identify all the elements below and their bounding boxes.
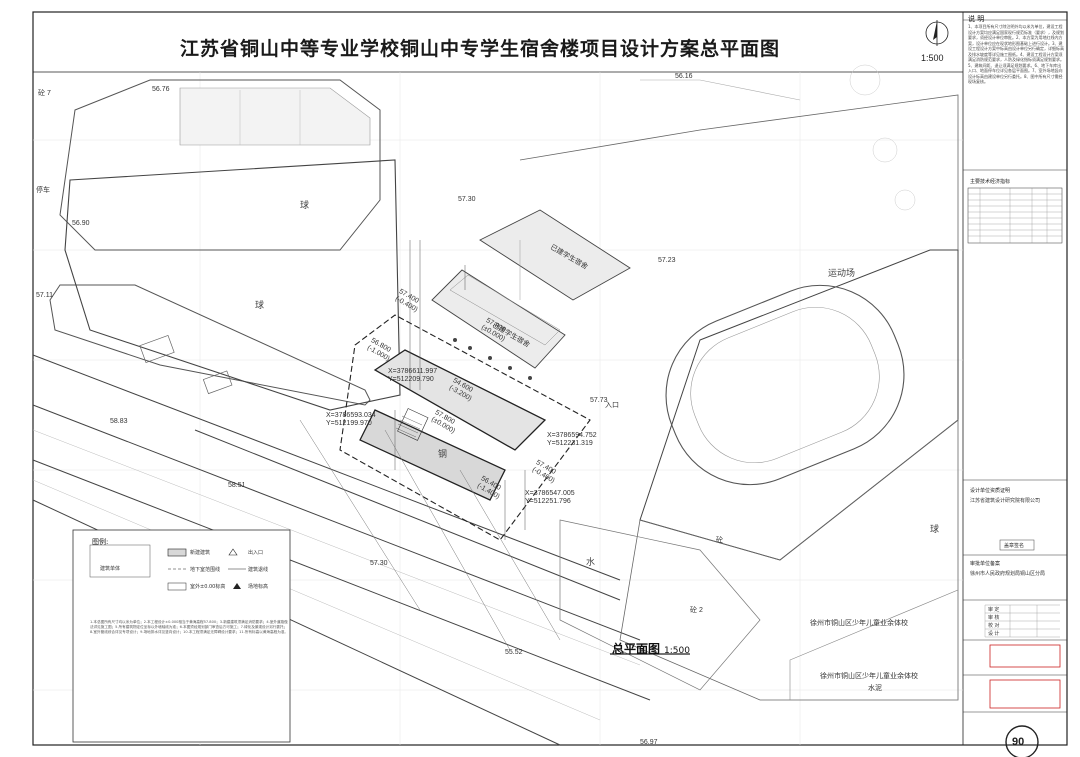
- stamp-button[interactable]: 盖章签名: [1004, 543, 1025, 549]
- project-line: 徐州市人民政府规划局铜山区分局: [970, 571, 1046, 577]
- ball-field-label: 球: [255, 301, 265, 311]
- elevation-label: 57.30: [370, 560, 388, 567]
- sign-row: 审 核: [988, 615, 1000, 621]
- coordinate-label: X=3786594.752: [547, 432, 597, 439]
- concrete-label: 砼: [716, 537, 723, 544]
- coordinate-label: X=3786611.997: [388, 368, 438, 375]
- legend-sample-label: 建筑单体: [100, 566, 121, 572]
- elevation-label: 58.83: [110, 418, 128, 425]
- qualification-title: 设计单位资质证明: [970, 488, 1011, 494]
- legend-item: 场地标高: [248, 584, 269, 590]
- caption-scale: 1:500: [664, 646, 690, 656]
- legend-notes: 1.本总图所有尺寸均以米为单位；2.本工程设计±0.000相当于黄海高程57.8…: [90, 620, 288, 635]
- qualification-text: 江苏省建筑设计研究院有限公司: [970, 498, 1041, 504]
- ball-field-label: 球: [930, 525, 940, 535]
- coordinate-label: X=3786593.034: [326, 412, 376, 419]
- coordinate-label: Y=512209.790: [388, 376, 434, 383]
- legend-title: 图例:: [92, 538, 109, 546]
- concrete-label: 砼 7: [38, 90, 51, 97]
- legend-item: 室外±0.00标高: [190, 584, 226, 590]
- sign-row: 校 对: [988, 623, 1000, 629]
- sports-field-label: 运动场: [828, 269, 856, 279]
- elevation-label: 56.16: [675, 73, 693, 80]
- notes-heading: 说 明: [968, 15, 985, 23]
- sign-row: 审 定: [988, 607, 1000, 613]
- elevation-label: 57.23: [658, 257, 676, 264]
- coordinate-label: Y=512231.319: [547, 440, 593, 447]
- elevation-label: 57.30: [458, 196, 476, 203]
- caption-name: 总平面图: [612, 642, 661, 656]
- approval-title: 审批单位备案: [970, 561, 1001, 567]
- indicator-table-title: 主要技术经济指标: [970, 179, 1011, 185]
- entry-label: 入口: [605, 402, 619, 409]
- legend-item: 新建建筑: [190, 550, 211, 556]
- elevation-label: 58.51: [228, 482, 246, 489]
- parking-label: 停车: [36, 187, 50, 194]
- sign-row: 设 计: [988, 631, 1000, 637]
- bottom-stamp: 90: [1012, 736, 1025, 748]
- concrete-label: 砼 2: [690, 607, 703, 614]
- elevation-label: 57.11: [36, 292, 53, 299]
- water-label: 水: [586, 558, 596, 568]
- elevation-label: 56.90: [72, 220, 90, 227]
- notes-text: 1、本项目所有尺寸除注明外均以米为单位，建设工程设计方案均应满足国家现行规范标准…: [968, 24, 1064, 84]
- road-label: 水泥: [868, 685, 882, 692]
- legend-item: 建筑退线: [248, 567, 269, 573]
- coordinate-label: X=3786547.005: [525, 490, 575, 497]
- page-title: 江苏省铜山中等专业学校铜山中专学生宿舍楼项目设计方案总平面图: [179, 38, 780, 60]
- coordinate-label: Y=512199.970: [326, 420, 372, 427]
- ball-field-label: 球: [300, 201, 310, 211]
- elevation-label: 57.73: [590, 397, 608, 404]
- legend-item: 地下室范围线: [190, 567, 221, 573]
- youth-center-label: 徐州市铜山区少年儿童业余体校: [820, 673, 918, 680]
- legend-item: 出入口: [248, 550, 264, 556]
- elevation-label: 55.52: [505, 649, 523, 656]
- elevation-label: 56.76: [152, 86, 170, 93]
- scale-label: 1:500: [921, 53, 944, 63]
- new-building-label: 钢: [438, 450, 448, 460]
- elevation-label: 56.97: [640, 739, 658, 746]
- youth-center-label: 徐州市铜山区少年儿童业余体校: [810, 620, 908, 627]
- coordinate-label: Y=512251.796: [525, 498, 571, 505]
